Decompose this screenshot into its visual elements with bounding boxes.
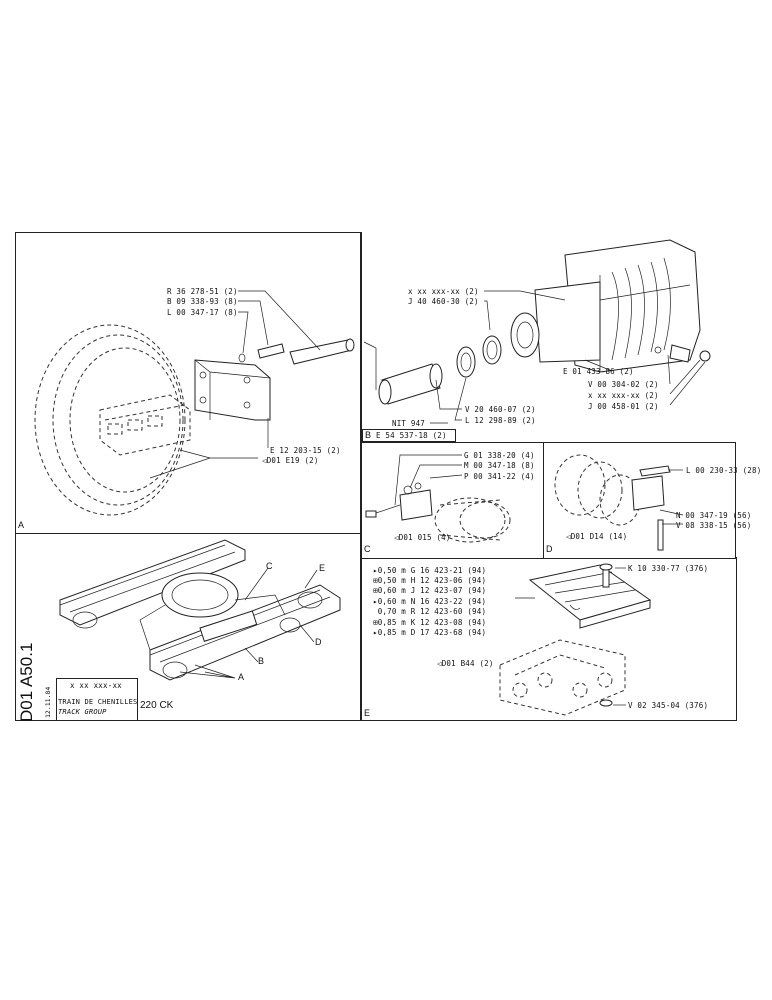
callout-c: C	[266, 561, 273, 571]
nit-ref: NIT 947	[392, 419, 426, 428]
shoe-part: G 16 423-21 (94)	[410, 566, 487, 575]
shoe-length: 0,60 m	[377, 586, 407, 595]
table-row: ⊞0,50 m H 12 423-06 (94)	[373, 576, 487, 585]
track-roller-c	[365, 454, 511, 543]
title-en: TRACK GROUP	[58, 708, 107, 716]
recoil-spring-assembly	[378, 239, 711, 405]
part-label: V 08 338-15 (56)	[676, 521, 752, 530]
callout-e: E	[319, 563, 326, 573]
idler-wheel	[34, 324, 191, 516]
shoe-part: K 12 423-08 (94)	[410, 618, 487, 627]
part-number-placeholder: x xx xxx-xx	[70, 681, 122, 690]
assembly-ref: ◁D01 015 (4)	[394, 533, 451, 542]
track-shoe	[515, 563, 652, 629]
table-row: 0,70 m R 12 423-60 (94)	[373, 607, 486, 616]
part-label: L 12 298-89 (2)	[465, 416, 536, 425]
callout-d: D	[315, 637, 322, 647]
part-label: L 00 230-33 (28)	[686, 466, 762, 475]
panel-b-code: E 54 537-18 (2)	[376, 431, 447, 440]
shoe-part: J 12 423-07 (94)	[410, 586, 487, 595]
assembly-ref: ◁D01 E19 (2)	[262, 456, 319, 465]
part-label: G 01 338-20 (4)	[464, 451, 535, 460]
table-row: ⊞0,85 m K 12 423-08 (94)	[373, 618, 487, 627]
panel-d-frame	[542, 442, 736, 559]
shoe-length: 0,85 m	[377, 618, 407, 627]
panel-c-frame	[360, 442, 544, 559]
part-label: K 10 330-77 (376)	[628, 564, 709, 573]
part-label: E 12 203-15 (2)	[270, 446, 341, 455]
part-label: J 40 460-30 (2)	[408, 297, 479, 306]
part-label: x xx xxx-xx (2)	[408, 287, 479, 296]
shoe-length: 0,50 m	[377, 566, 407, 575]
table-row: ⊞0,60 m J 12 423-07 (94)	[373, 586, 487, 595]
title-block	[56, 678, 138, 721]
shoe-part: R 12 423-60 (94)	[410, 607, 487, 616]
shoe-part: N 16 423-22 (94)	[410, 597, 487, 606]
part-label: B 09 338-93 (8)	[167, 297, 238, 306]
overview-frame	[15, 532, 362, 721]
shoe-length: 0,60 m	[377, 597, 407, 606]
shoe-part: H 12 423-06 (94)	[410, 576, 487, 585]
part-label: N 00 347-19 (56)	[676, 511, 752, 520]
undercarriage-overview	[59, 539, 341, 681]
table-row: ▸0,85 m D 17 423-68 (94)	[373, 628, 487, 637]
part-label: L 00 347-17 (8)	[167, 308, 238, 317]
assembly-ref: ◁D01 B44 (2)	[437, 659, 494, 668]
shoe-part: D 17 423-68 (94)	[410, 628, 487, 637]
part-label: P 00 341-22 (4)	[464, 472, 535, 481]
shoe-length: 0,70 m	[377, 607, 407, 616]
model-name: 220 CK	[140, 700, 174, 711]
assembly-ref: ◁D01 D14 (14)	[566, 532, 628, 541]
doc-date: 12.11.84	[44, 686, 52, 718]
panel-letter-d: D	[546, 544, 553, 554]
panel-letter-e: E	[364, 708, 371, 718]
panel-letter-b: B	[365, 430, 372, 440]
panel-a-frame	[15, 232, 362, 534]
shoe-length: 0,85 m	[377, 628, 407, 637]
center-divider	[360, 232, 361, 442]
panel-e-frame	[360, 557, 737, 721]
idler-bracket	[194, 338, 355, 421]
shoe-length: 0,50 m	[377, 576, 407, 585]
part-label: x xx xxx-xx (2)	[588, 391, 659, 400]
part-label: V 20 460-07 (2)	[465, 405, 536, 414]
track-roller-d	[554, 454, 684, 551]
part-label: M 00 347-18 (8)	[464, 461, 535, 470]
panel-letter-c: C	[364, 544, 371, 554]
ref-code: D01 A50.1	[17, 642, 36, 722]
part-label: V 02 345-04 (376)	[628, 701, 709, 710]
part-label: E 01 433-86 (2)	[563, 367, 634, 376]
callout-a: A	[238, 672, 245, 682]
panel-letter-a: A	[18, 520, 25, 530]
part-label: V 00 304-02 (2)	[588, 380, 659, 389]
title-fr: TRAIN DE CHENILLES	[58, 698, 138, 706]
part-label: J 00 458-01 (2)	[588, 402, 659, 411]
table-row: ▸0,60 m N 16 423-22 (94)	[373, 597, 487, 606]
track-link	[499, 639, 626, 716]
panel-b-code-box	[362, 429, 456, 442]
part-label: R 36 278-51 (2)	[167, 287, 238, 296]
callout-b: B	[258, 656, 265, 666]
table-row: ▸0,50 m G 16 423-21 (94)	[373, 566, 487, 575]
